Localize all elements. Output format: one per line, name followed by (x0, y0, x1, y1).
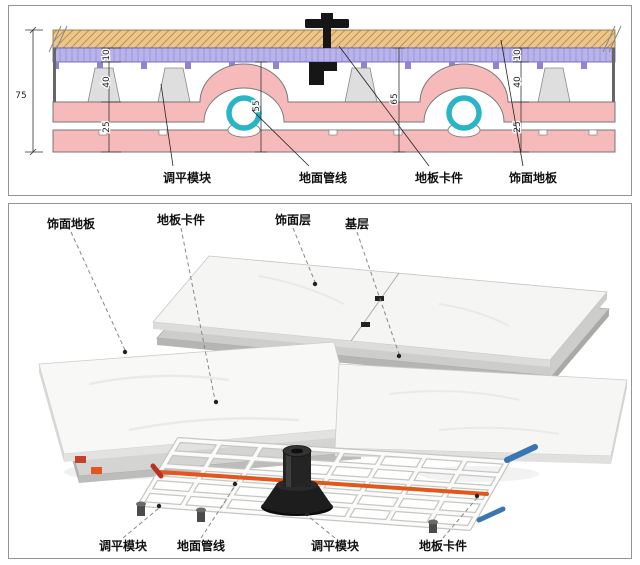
floor-pipe-blue-front (476, 506, 506, 523)
label-leveling-module: 调平模块 (163, 170, 212, 185)
finish-layer-panel (152, 255, 608, 367)
label-leveling-module-1: 调平模块 (99, 538, 148, 553)
marble-veins (88, 374, 300, 432)
clip-cap (305, 19, 349, 28)
floor-pipe-orange (157, 470, 489, 496)
marble-veins (258, 275, 510, 327)
break-marks (48, 25, 622, 53)
leader-dot (396, 353, 402, 359)
marble-veins (388, 390, 560, 435)
floor-pipe-left (226, 95, 262, 131)
floor-pipe-blue (504, 444, 538, 463)
leveling-fastener (261, 445, 333, 516)
leader-leveling-module (160, 83, 174, 167)
clip-bracket (309, 62, 337, 85)
cross-section-drawing: 75 10 40 25 10 40 25 55 65 调平模块 地面管线 地板卡… (14, 13, 622, 186)
floor-clip (305, 13, 349, 85)
wood-finish-layer (52, 29, 616, 49)
pipe-elbow-red (150, 463, 164, 479)
dim-25-left: 25 (102, 121, 112, 132)
cushion-base-band (52, 122, 616, 153)
leader-floor-pipe (251, 109, 310, 167)
leader-dot (232, 481, 238, 487)
label-floor-pipe-bottom: 地面管线 (177, 538, 225, 553)
label-floor-clip-bottom: 地板卡件 (419, 538, 467, 553)
finish-floor-panel-left (38, 341, 357, 462)
label-floor-clip: 地板卡件 (415, 170, 463, 185)
finish-floor-panel-right (334, 363, 628, 464)
dimensions: 75 10 40 25 10 40 25 55 65 (14, 26, 529, 156)
leveling-foot (344, 67, 378, 103)
leader-floor-clip (338, 45, 430, 167)
edge-trim-right (612, 48, 615, 110)
orange-clip (91, 467, 102, 474)
leveling-foot (537, 67, 571, 103)
leader-dot (213, 399, 219, 405)
label-floor-clip-top: 地板卡件 (157, 212, 205, 227)
panel-seam (350, 272, 400, 342)
leader-dot (304, 511, 310, 517)
clip-knob (321, 13, 333, 20)
cushion-sheet (52, 63, 616, 123)
dim-55: 55 (252, 100, 262, 111)
label-wood-finish: 饰面地板 (509, 170, 558, 185)
clip-stem (323, 28, 331, 48)
exploded-view-drawing: 饰面地板 地板卡件 饰面层 基层 调平模块 地面管线 调平模块 地板卡件 (38, 211, 628, 554)
clip-on-seam (361, 322, 370, 327)
red-clip (75, 456, 86, 463)
dim-25-right: 25 (513, 121, 523, 132)
base-notches (98, 129, 598, 136)
leader-dot (474, 493, 480, 499)
dim-total: 75 (15, 91, 26, 101)
dim-10-left: 10 (102, 49, 112, 61)
dim-10-right: 10 (513, 49, 523, 61)
leader-dot (122, 349, 128, 355)
leader-dot (312, 281, 318, 287)
label-base-layer: 基层 (344, 216, 369, 231)
label-finish-floor: 饰面地板 (47, 216, 96, 231)
label-floor-pipe: 地面管线 (299, 170, 347, 185)
floor-pipe-right (446, 95, 482, 131)
leveling-feet (87, 67, 571, 103)
cross-section-panel: 75 10 40 25 10 40 25 55 65 调平模块 地面管线 地板卡… (8, 5, 632, 196)
exploded-view-panel: 饰面地板 地板卡件 饰面层 基层 调平模块 地面管线 调平模块 地板卡件 (8, 203, 632, 559)
label-finish-layer: 饰面层 (275, 212, 311, 227)
dim-65: 65 (390, 93, 400, 104)
underlay-layer (52, 47, 616, 63)
dim-40-right: 40 (513, 76, 523, 88)
edge-trim-left (53, 48, 56, 110)
callouts: 调平模块 地面管线 地板卡件 饰面地板 (160, 39, 559, 186)
label-leveling-module-2: 调平模块 (311, 538, 360, 553)
callouts: 饰面地板 地板卡件 饰面层 基层 调平模块 地面管线 调平模块 地板卡件 (46, 211, 480, 554)
grid-feet (136, 501, 438, 533)
dim-40-left: 40 (102, 76, 112, 88)
leader-dot (156, 503, 162, 509)
leader-wood-finish (500, 39, 524, 167)
